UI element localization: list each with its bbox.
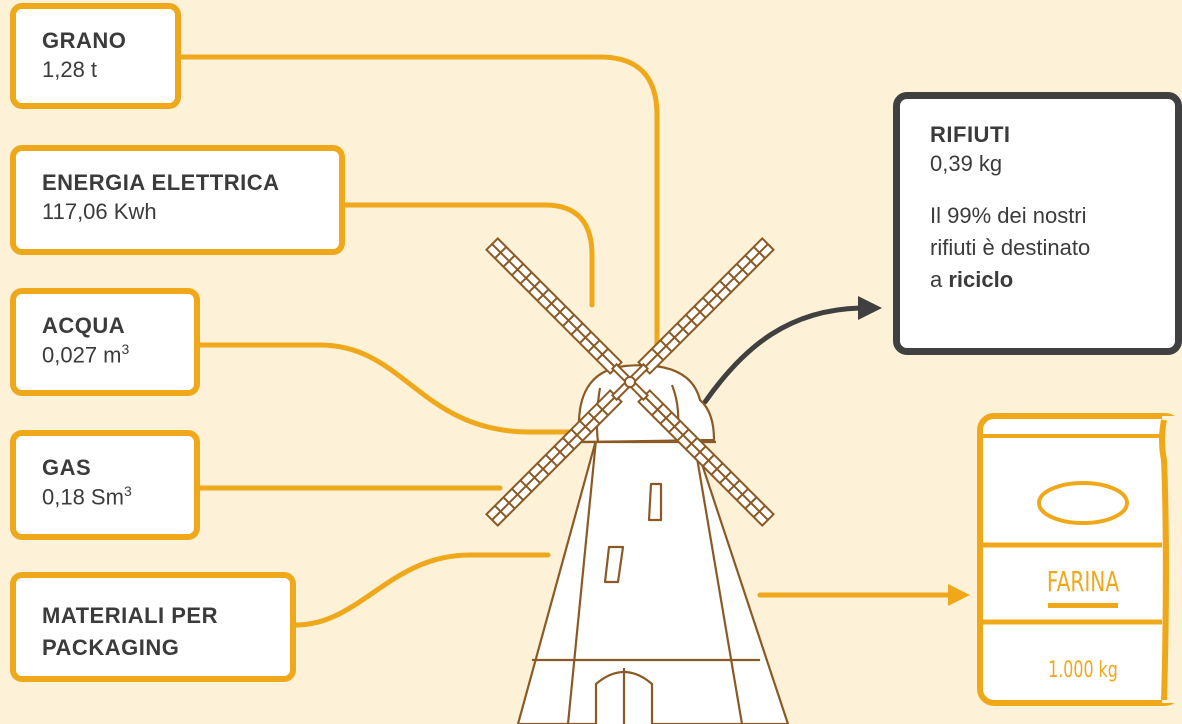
input-box-grano: GRANO 1,28 t — [10, 3, 181, 109]
windmill-illustration — [518, 365, 788, 724]
input-title: ACQUA — [42, 312, 168, 340]
input-title: ENERGIA ELETTRICA — [42, 169, 313, 197]
input-title-line2: PACKAGING — [42, 632, 264, 664]
windmill-window — [649, 484, 661, 520]
connector-energia — [345, 205, 592, 305]
input-title-line1: MATERIALI PER — [42, 600, 264, 632]
input-value-line: 0,027 m3 — [42, 340, 168, 370]
input-value: 117,06 Kwh — [42, 197, 313, 227]
input-box-acqua: ACQUA 0,027 m3 — [10, 288, 200, 396]
arrowhead-rifiuti — [858, 296, 882, 320]
input-title: GAS — [42, 454, 168, 482]
input-title: GRANO — [42, 27, 149, 55]
waste-title: RIFIUTI — [930, 121, 1145, 149]
connector-packaging — [296, 555, 548, 625]
arrowhead-farina — [948, 584, 970, 606]
input-box-gas: GAS 0,18 Sm3 — [10, 430, 200, 540]
waste-note-line3: a riciclo — [930, 264, 1145, 296]
waste-value: 0,39 kg — [930, 149, 1145, 179]
flour-bag-quantity: 1.000 kg — [1048, 656, 1118, 682]
input-value: 0,18 Sm — [42, 484, 124, 509]
connector-rifiuti — [705, 308, 860, 402]
input-unit-exponent: 3 — [122, 341, 130, 357]
flour-bag-product: FARINA — [1047, 565, 1120, 598]
input-box-packaging: MATERIALI PER PACKAGING — [10, 572, 296, 682]
input-value: 1,28 t — [42, 55, 149, 85]
flour-bag-underline — [1048, 603, 1118, 608]
flour-bag: FARINA 1.000 kg — [980, 416, 1182, 703]
waste-note: Il 99% dei nostri rifiuti è destinato a … — [930, 200, 1145, 296]
windmill-tower — [518, 440, 788, 724]
input-box-energia: ENERGIA ELETTRICA 117,06 Kwh — [10, 145, 345, 255]
connector-acqua — [200, 345, 585, 432]
waste-note-bold: riciclo — [948, 267, 1013, 292]
input-value: 0,027 m — [42, 342, 122, 367]
input-unit-exponent: 3 — [124, 483, 132, 499]
input-value-line: 0,18 Sm3 — [42, 482, 168, 512]
waste-note-line2: rifiuti è destinato — [930, 232, 1145, 264]
waste-box: RIFIUTI 0,39 kg Il 99% dei nostri rifiut… — [893, 92, 1182, 355]
waste-note-prefix: a — [930, 267, 948, 292]
waste-note-line1: Il 99% dei nostri — [930, 200, 1145, 232]
